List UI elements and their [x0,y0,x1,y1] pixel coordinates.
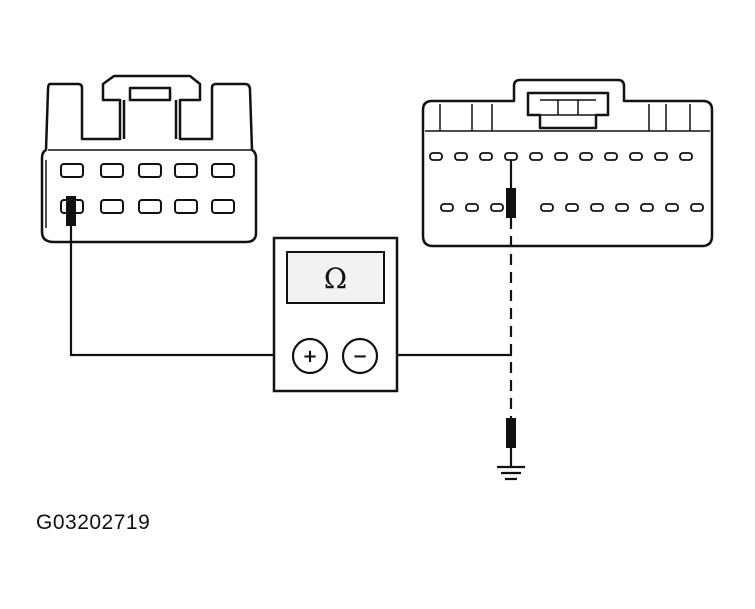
positive-lead-wire [69,226,292,357]
positive-jack-label: + [302,346,317,367]
figure-id: G03202719 [36,511,151,534]
right-connector [421,78,714,248]
negative-jack-label: − [352,346,367,367]
left-probe-tip [66,196,76,226]
left-connector [40,74,258,244]
left-connector-pins-top [60,163,235,178]
ohmmeter: Ω + − [272,236,399,393]
ground-probe-tip [506,418,516,448]
meter-display [286,251,385,304]
right-connector-pins-bottom [440,203,704,212]
meter-display-symbol: Ω [324,262,347,295]
negative-jack [341,337,379,375]
ground-icon [497,465,525,481]
right-probe-tip [506,188,516,218]
right-connector-pins-top [429,152,693,161]
positive-jack [291,337,329,375]
